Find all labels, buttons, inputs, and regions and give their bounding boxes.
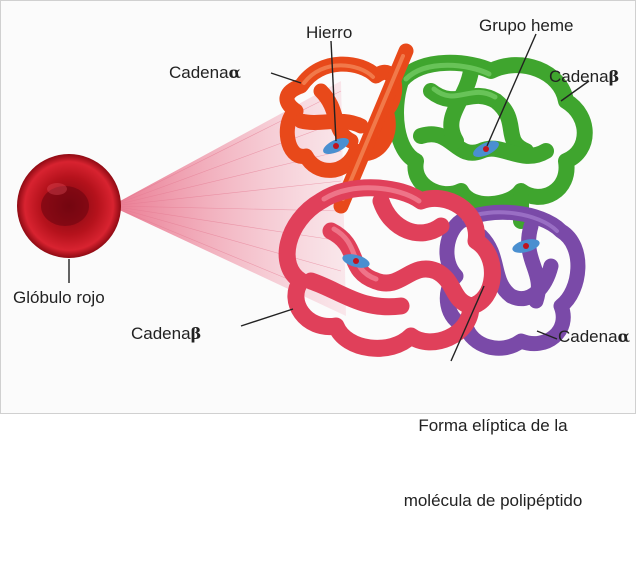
label-cadena-beta-bottom: Cadenaβ	[131, 324, 201, 344]
label-cadena-alpha-top-text: Cadena	[169, 63, 229, 82]
hemoglobin-diagram: Hierro Grupo heme Cadenaα Cadenaβ Glóbul…	[0, 0, 636, 414]
label-cadena-alpha-bottom: Cadenaα	[558, 327, 630, 347]
label-cadena-alpha-top: Cadenaα	[169, 63, 241, 83]
label-cadena-beta-right-text: Cadena	[549, 67, 609, 86]
label-forma-eliptica-line1: Forma elíptica de la	[373, 413, 613, 438]
label-hierro: Hierro	[306, 23, 352, 43]
label-cadena-alpha-bottom-text: Cadena	[558, 327, 618, 346]
alpha-symbol: α	[229, 63, 241, 82]
beta-symbol: β	[191, 324, 202, 343]
leader-cadena-beta-bottom	[241, 309, 293, 326]
label-forma-eliptica: Forma elíptica de la molécula de polipép…	[373, 363, 613, 563]
label-forma-eliptica-line2: molécula de polipéptido	[373, 488, 613, 513]
label-grupo-heme: Grupo heme	[479, 16, 574, 36]
label-cadena-beta-right: Cadenaβ	[549, 67, 619, 87]
label-globulo-rojo: Glóbulo rojo	[13, 288, 105, 308]
beta-symbol: β	[609, 67, 620, 86]
hemoglobin-illustration	[1, 1, 636, 415]
red-blood-cell	[17, 154, 121, 258]
label-cadena-beta-bottom-text: Cadena	[131, 324, 191, 343]
leader-cadena-alpha-top	[271, 73, 301, 83]
alpha-symbol: α	[618, 327, 630, 346]
